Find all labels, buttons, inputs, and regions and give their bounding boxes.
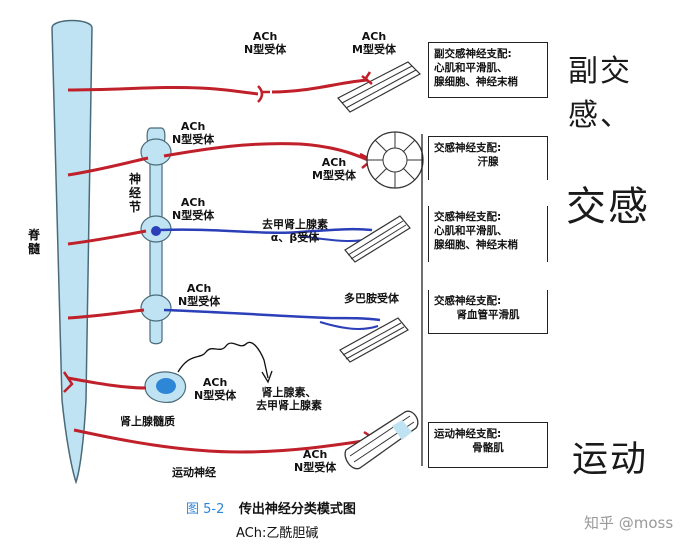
m-receptor-text: M型受体	[312, 169, 356, 182]
hormone-arrow-head	[261, 370, 273, 384]
n-receptor-text: N型受体	[244, 43, 287, 56]
sweat-gland-postganglionic-fiber	[163, 142, 369, 162]
figure-note: ACh:乙酰胆碱	[236, 526, 319, 541]
box-line: 交感神经支配:	[434, 142, 502, 154]
ach-text: ACh	[186, 282, 212, 295]
adrenal-preganglionic-fiber	[67, 376, 147, 390]
spinal-cord	[51, 19, 93, 485]
motor-nerve-label: 运动神经	[172, 466, 216, 479]
motor-nerve-fiber	[73, 428, 371, 454]
parasympathetic-box: 副交感神经支配: 心肌和平滑肌、 腺细胞、神经末梢	[428, 42, 548, 98]
row2-ach-n-label: ACh N型受体	[172, 120, 214, 146]
sweat-gland	[366, 131, 424, 189]
hormone-release-arrow	[177, 341, 269, 379]
ach-text: ACh	[180, 196, 206, 209]
norepinephrine-label: 去甲肾上腺素 α、β受体	[262, 218, 328, 244]
motor-box: 运动神经支配: 骨骼肌	[428, 422, 548, 468]
n-receptor-text: N型受体	[294, 461, 337, 474]
row5-ach-n-label: ACh N型受体	[194, 376, 236, 402]
handwritten-sympathetic: 交感	[566, 184, 650, 230]
adrenergic-ganglion-neuron-1	[151, 226, 161, 236]
ach-text: ACh	[202, 376, 228, 389]
box-line: 腺细胞、神经末梢	[434, 239, 518, 251]
row1-ach-n-label: ACh N型受体	[244, 30, 286, 56]
ganglion-3	[140, 294, 172, 322]
row3-ach-n-label: ACh N型受体	[172, 196, 214, 222]
renal-terminal-branch	[319, 321, 379, 330]
parasympathetic-postganglionic-fiber	[271, 78, 369, 94]
sweat-gland-preganglionic-fiber	[67, 156, 149, 177]
ach-text: ACh	[321, 156, 347, 169]
row6-ach-n-label: ACh N型受体	[294, 448, 336, 474]
smooth-muscle-3	[339, 317, 409, 363]
box-line: 汗腺	[477, 156, 499, 168]
adrenal-medulla-label: 肾上腺髓质	[120, 415, 175, 428]
m-receptor-text: M型受体	[352, 43, 396, 56]
box-line: 肾血管平滑肌	[456, 309, 520, 321]
adrenal-core	[156, 378, 176, 394]
box-line: 副交感神经支配:	[434, 48, 512, 60]
parasympathetic-target-ending	[361, 71, 373, 85]
box-line: 交感神经支配:	[434, 211, 502, 223]
box-line: 腺细胞、神经末梢	[434, 76, 518, 88]
n-receptor-text: N型受体	[178, 295, 221, 308]
parasympathetic-preganglionic-fiber	[67, 85, 259, 96]
cardiac-postganglionic-fiber	[159, 227, 373, 235]
norepinephrine-text: 去甲肾上腺素	[256, 399, 322, 412]
figure-caption: 图 5-2 传出神经分类模式图	[186, 498, 356, 517]
adrenal-ending	[62, 371, 74, 393]
row1-ach-m-label: ACh M型受体	[352, 30, 396, 56]
box-line: 骨骼肌	[472, 442, 504, 454]
ach-text: ACh	[252, 30, 278, 43]
renal-preganglionic-fiber	[67, 308, 145, 320]
ach-text: ACh	[361, 30, 387, 43]
watermark: 知乎 @moss	[584, 514, 674, 532]
row4-ach-n-label: ACh N型受体	[178, 282, 220, 308]
box-line: 运动神经支配:	[434, 428, 502, 440]
sympathetic-cardiac-box: 交感神经支配: 心肌和平滑肌、 腺细胞、神经末梢	[428, 206, 548, 262]
smooth-muscle-1	[337, 61, 421, 113]
n-receptor-text: N型受体	[172, 209, 215, 222]
renal-postganglionic-fiber	[163, 308, 381, 322]
figure-number: 图 5-2	[186, 502, 225, 517]
handwritten-motor: 运动	[572, 439, 649, 480]
handwritten-parasympathetic: 副交感、	[568, 54, 632, 133]
box-line: 心肌和平滑肌、	[434, 62, 508, 74]
skeletal-muscle	[344, 410, 419, 470]
n-receptor-text: N型受体	[194, 389, 237, 402]
sympathetic-renal-box: 交感神经支配: 肾血管平滑肌	[428, 290, 548, 334]
ganglion-1	[140, 138, 172, 166]
dopamine-receptor-label: 多巴胺受体	[344, 292, 399, 305]
norepinephrine-text: 去甲肾上腺素	[262, 218, 328, 231]
parasympathetic-ganglion-synapse	[257, 85, 270, 103]
figure-title: 传出神经分类模式图	[238, 502, 356, 517]
n-receptor-text: N型受体	[172, 133, 215, 146]
ach-text: ACh	[180, 120, 206, 133]
alpha-beta-receptor-text: α、β受体	[270, 231, 320, 244]
row2-ach-m-label: ACh M型受体	[312, 156, 356, 182]
cardiac-preganglionic-fiber	[67, 229, 147, 246]
epinephrine-label: 肾上腺素、 去甲肾上腺素	[256, 386, 322, 412]
box-line: 心肌和平滑肌、	[434, 225, 508, 237]
epinephrine-text: 肾上腺素、	[261, 386, 317, 399]
smooth-muscle-2	[344, 215, 411, 263]
spinal-cord-label: 脊髓	[27, 228, 40, 256]
ganglion-label: 神经节	[128, 172, 141, 214]
sympathetic-sweat-box: 交感神经支配: 汗腺	[428, 136, 548, 180]
box-line: 交感神经支配:	[434, 295, 502, 307]
ach-text: ACh	[302, 448, 328, 461]
